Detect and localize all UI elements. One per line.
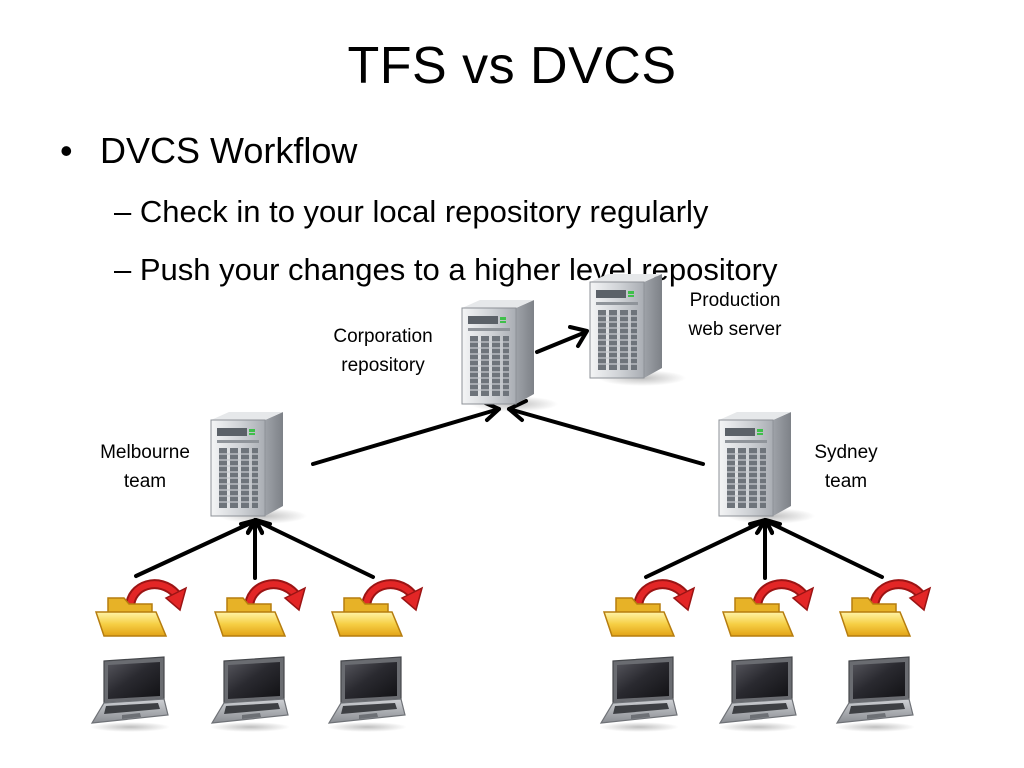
label-line: team (123, 471, 167, 492)
sydney-team-label: Sydney team (796, 438, 896, 496)
label-line: Corporation (333, 326, 433, 347)
folder-icon (332, 584, 422, 636)
bullet-text: DVCS Workflow (100, 130, 358, 171)
slide-title: TFS vs DVCS (347, 37, 677, 95)
laptop-icon (89, 656, 171, 733)
label-line: Production (689, 290, 781, 311)
melbourne-server-icon (210, 411, 308, 525)
folder-icon (604, 584, 694, 636)
arrow-corporation-to-production (535, 325, 589, 354)
corporation-repository-label: Corporation repository (318, 322, 448, 380)
label-line: Melbourne (100, 442, 190, 463)
melbourne-team-label: Melbourne team (82, 438, 208, 496)
label-line: Sydney (814, 442, 878, 463)
label-line: repository (341, 355, 425, 376)
folder-icon (840, 584, 930, 636)
sub-bullet-push: – Push your changes to a higher level re… (114, 252, 778, 287)
folder-icon (96, 584, 186, 636)
arrow-melbourne-to-corporation (311, 399, 501, 466)
production-web-server-label: Production web server (670, 286, 800, 344)
corporation-server-icon (461, 299, 559, 413)
folder-icon (215, 584, 305, 636)
bullet-symbol: • (60, 130, 73, 171)
label-line: web server (688, 319, 782, 340)
arrows-melbourne-developers (134, 518, 375, 580)
laptop-icon (834, 656, 916, 733)
laptop-icon (209, 656, 291, 733)
laptop-icon (717, 656, 799, 733)
arrows-sydney-developers (644, 518, 884, 580)
laptop-icon (326, 656, 408, 733)
laptop-icon (598, 656, 680, 733)
folder-icon (723, 584, 813, 636)
label-line: team (824, 471, 868, 492)
sub-bullet-check-in: – Check in to your local repository regu… (114, 194, 709, 229)
